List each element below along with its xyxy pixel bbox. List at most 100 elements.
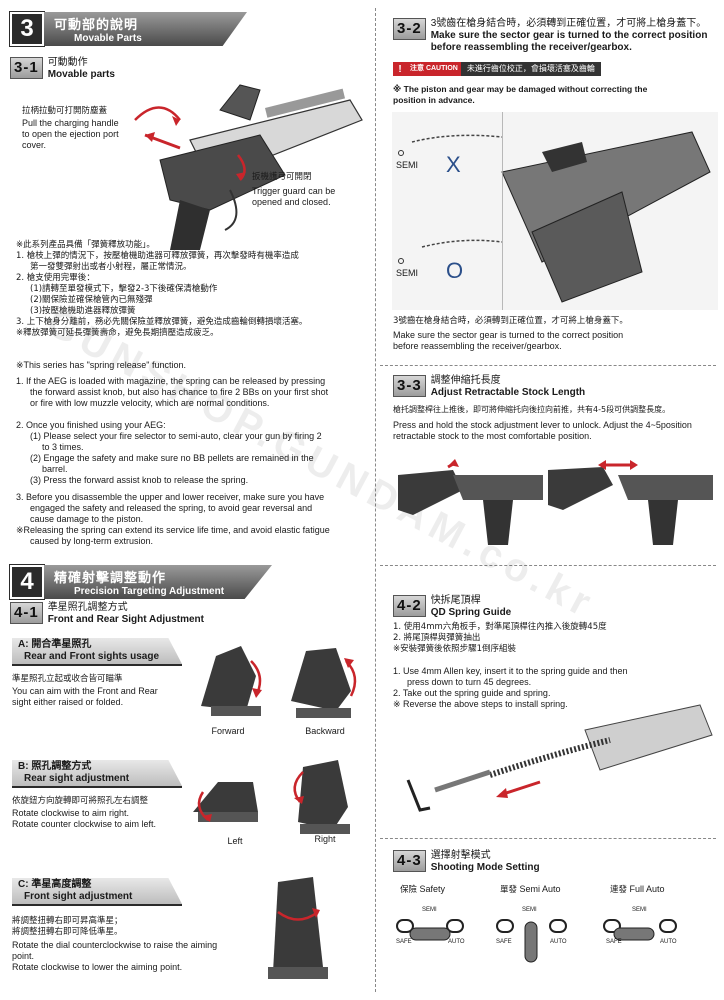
rifle-receiver-illustration: [100, 80, 370, 250]
safe-mark: SAFE: [396, 939, 412, 945]
section-number: 4: [9, 564, 45, 600]
selector-semi: [496, 919, 567, 963]
spring-release-zh: ※此系列產品具備「彈簧釋放功能」。 1. 槍枝上彈的情況下，按壓槍機助進器可釋放…: [16, 240, 371, 339]
selector-safe: [396, 919, 464, 941]
zh-line: ※釋放彈簧可延長彈簧壽命，避免長期擠壓造成疲乏。: [16, 328, 219, 338]
zh-line: 3. 上下槍身分離前，務必先關保險並釋放彈簧，避免造成齒輪倒轉損壞活塞。: [16, 317, 308, 327]
section-4-header: 4 精確射擊調整動作 Precision Targeting Adjustmen…: [9, 564, 272, 600]
zh-line: (3)按壓槍機助進器釋放彈簧: [30, 306, 136, 316]
subsection-title-en: Make sure the sector gear is turned to t…: [430, 30, 708, 41]
spring-release-en-2: 2. Once you finished using your AEG: (1)…: [16, 420, 374, 486]
subsection-3-2-header: 3-2 3號齒在槍身結合時，必須轉到正確位置，才可將上槍身蓋下。 Make su…: [393, 18, 707, 54]
step-b-en: Rear sight adjustment: [24, 773, 130, 784]
subsection-title-zh: 調整伸縮托長度: [430, 375, 501, 386]
warning-icon: !: [393, 62, 407, 76]
divider-3-2: [380, 365, 716, 366]
subsection-title-en: Movable parts: [47, 69, 115, 80]
divider-4-2: [380, 838, 716, 839]
mode-full-label: 連發 Full Auto: [610, 884, 665, 896]
subsection-4-1-header: 4-1 準星照孔調整方式 Front and Rear Sight Adjust…: [10, 602, 204, 626]
en-line: sight either raised or folded.: [12, 697, 124, 707]
subsection-title-en: before reassembling the receiver/gearbox…: [430, 42, 632, 53]
section-title-zh: 精確射擊調整動作: [54, 570, 167, 585]
backward-caption: Backward: [305, 726, 345, 736]
spring-guide-en: 1. Use 4mm Allen key, insert it to the s…: [393, 666, 718, 710]
subsection-title-zh: 快拆尾頂桿: [430, 595, 481, 606]
trigger-guard-en-line: opened and closed.: [252, 197, 331, 207]
en-line: cause damage to the piston.: [30, 514, 144, 524]
right-caption: Right: [314, 834, 336, 844]
mode-zh: 單發: [500, 885, 518, 895]
subsection-4-2-header: 4-2 快拆尾頂桿 QD Spring Guide: [393, 595, 511, 619]
en-line: retractable stock to the most comfortabl…: [393, 431, 592, 441]
mode-en: Full Auto: [629, 884, 665, 894]
charging-handle-en-line: Pull the charging handle: [22, 118, 119, 128]
zh-line: 將調整扭轉右即可降低準星。: [12, 927, 123, 937]
section-title-bar: 精確射擊調整動作 Precision Targeting Adjustment: [44, 565, 272, 599]
mode-en: Semi Auto: [519, 884, 561, 894]
zh-line: 2. 將尾頂桿與彈簧抽出: [393, 633, 481, 643]
step-a-body-zh: 準星照孔立起或收合皆可瞄準: [12, 674, 123, 684]
en-line: to 3 times.: [42, 442, 84, 452]
fire-selector-diagrams: [392, 900, 712, 990]
caution-banner: ! 注意 CAUTION 未進行齒位校正，會損壞活塞及齒輪: [393, 62, 601, 76]
trigger-guard-zh: 扳機護弓可開閉: [252, 172, 312, 182]
en-line: (2) Engage the safety and make sure no B…: [30, 453, 314, 463]
selector-dot: [398, 150, 404, 156]
safe-mark: SAFE: [496, 939, 512, 945]
en-line: 1. Use 4mm Allen key, insert it to the s…: [393, 666, 628, 676]
subsection-tag: 3-1: [10, 57, 43, 79]
trigger-guard-en: Trigger guard can be opened and closed.: [252, 186, 335, 208]
auto-mark: AUTO: [550, 939, 567, 945]
subsection-title-zh: 可動動作: [47, 57, 88, 68]
section-title-en: Precision Targeting Adjustment: [74, 586, 225, 597]
step-b-body-zh: 依旋鈕方向旋轉即可將照孔左右調整: [12, 796, 149, 806]
en-line: You can aim with the Front and Rear: [12, 686, 158, 696]
caution-label: 注意 CAUTION: [407, 62, 461, 76]
en-line: the forward assist knob, but also has ch…: [30, 387, 329, 397]
subsection-title-en: Shooting Mode Setting: [430, 862, 540, 873]
charging-handle-en: Pull the charging handle to open the eje…: [22, 118, 119, 151]
step-c-body-en: Rotate the dial counterclockwise to rais…: [12, 940, 242, 973]
step-c-header: C: 準星高度調整 Front sight adjustment: [12, 878, 182, 906]
section-title-bar: 可動部的說明 Movable Parts: [44, 12, 247, 46]
zh-line: ※此系列產品具備「彈簧釋放功能」。: [16, 240, 155, 250]
retractable-stock-illustration: [393, 455, 718, 550]
step-c-body-zh: 將調整扭轉右即可昇高準星； 將調整扭轉右即可降低準星。: [12, 916, 123, 938]
en-line: barrel.: [42, 464, 68, 474]
subsection-title-en: Adjust Retractable Stock Length: [430, 387, 586, 398]
safe-mark: SAFE: [606, 939, 622, 945]
caution-message: 未進行齒位校正，會損壞活塞及齒輪: [460, 62, 601, 76]
semi-mark: SEMI: [632, 907, 647, 913]
subsection-tag: 3-3: [393, 375, 426, 397]
correct-mark: O: [446, 258, 464, 283]
charging-handle-en-line: to open the ejection port: [22, 129, 119, 139]
note-line: ※ The piston and gear may be damaged wit…: [393, 84, 648, 94]
front-sight-adjust-illustration: [258, 872, 338, 982]
divider-3-3: [380, 565, 716, 566]
spring-guide-illustration: [400, 700, 718, 825]
subsection-title-zh: 選擇射擊模式: [430, 850, 491, 861]
section-title-en: Movable Parts: [74, 33, 142, 44]
zh-line: (1)請轉至單發模式下，擊發2-3下後確保清槍動作: [30, 284, 218, 294]
mode-semi-label: 單發 Semi Auto: [500, 884, 561, 896]
en-line: 1. If the AEG is loaded with magazine, t…: [16, 376, 326, 386]
en-line: Rotate the dial counterclockwise to rais…: [12, 940, 218, 950]
en-line: Rotate clockwise to lower the aiming poi…: [12, 962, 183, 972]
step-b-body-en: Rotate clockwise to aim right. Rotate co…: [12, 808, 156, 830]
semi-label-top: SEMI: [396, 160, 419, 170]
subsection-tag: 4-3: [393, 850, 426, 872]
spring-release-en-3: 3. Before you disassemble the upper and …: [16, 492, 374, 547]
zh-line: ※安裝彈簧後依照步驟1倒序組裝: [393, 644, 517, 654]
subsection-tag: 3-2: [393, 18, 426, 40]
en-line: ※ Reverse the above steps to install spr…: [393, 699, 568, 709]
zh-line: 將調整扭轉右即可昇高準星；: [12, 916, 123, 926]
zh-line: 1. 使用4mm六角板手，對準尾頂桿往內推入後旋轉45度: [393, 622, 607, 632]
step-b-zh: B: 照孔調整方式: [18, 761, 92, 772]
step-a-zh: A: 開合準星照孔: [18, 639, 92, 650]
auto-mark: AUTO: [448, 939, 465, 945]
semi-label-bottom: SEMI: [396, 268, 419, 278]
en-line: point.: [12, 951, 35, 961]
en-line: before reassembling the receiver/gearbox…: [393, 341, 562, 351]
en-line: (3) Press the forward assist knob to rel…: [30, 475, 249, 485]
